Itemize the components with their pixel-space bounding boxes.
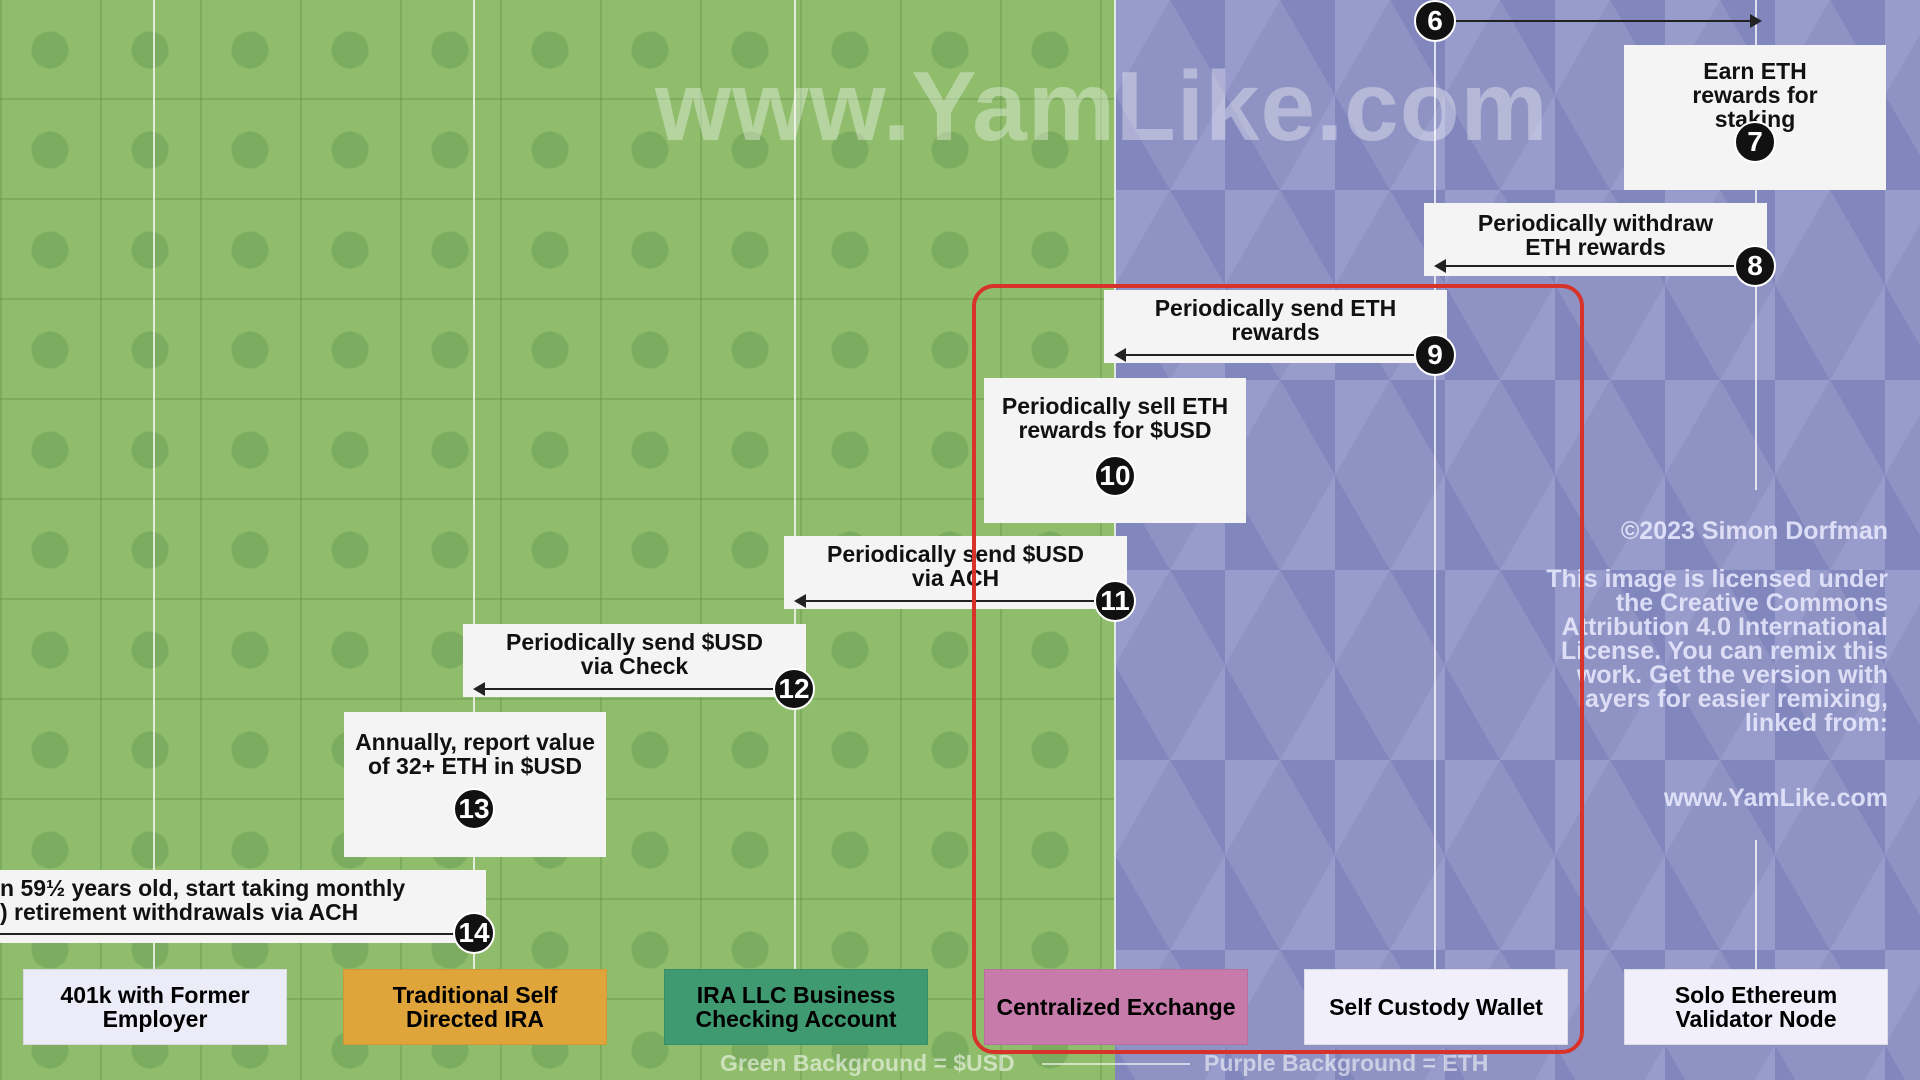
step-9-arrow [1114,348,1416,362]
step-14-text: n 59½ years old, start taking monthly ) … [0,875,406,925]
actor-ira-llc-checking: IRA LLC Business Checking Account [664,969,928,1045]
lifeline-checking [794,0,796,969]
step-8-arrow [1434,259,1736,273]
actor-traditional-ira: Traditional Self Directed IRA [343,969,607,1045]
source-link: www.YamLike.com [1663,784,1888,812]
step-13-box: Annually, report value of 32+ ETH in $US… [344,712,606,857]
step-12-badge: 12 [773,668,815,710]
step-10-text: Periodically sell ETH rewards for $USD [1001,393,1229,443]
step-9-badge: 9 [1414,334,1456,376]
actor-self-custody-wallet: Self Custody Wallet [1304,969,1568,1045]
actor-401k: 401k with Former Employer [23,969,287,1045]
legend-arrow [1042,1063,1190,1065]
step-13-text: Annually, report value of 32+ ETH in $US… [355,729,595,779]
legend-purple: Purple Background = ETH [1204,1050,1489,1076]
step-12-arrow [473,682,775,696]
copyright-holder: ©2023 Simon Dorfman [1620,517,1888,545]
step-11-box: Periodically send $USD via ACH [784,536,1127,609]
watermark: www.YamLike.com [655,51,1549,161]
license-text: This image is licensed under the Creativ… [1546,565,1888,737]
step-14-badge: 14 [453,912,495,954]
step-6-badge: 6 [1414,0,1456,42]
step-11-arrow [794,594,1096,608]
step-9-box: Periodically send ETH rewards [1104,290,1447,363]
step-8-box: Periodically withdraw ETH rewards [1424,203,1767,276]
step-10-badge: 10 [1094,455,1136,497]
lifeline-validator-bottom [1755,840,1757,970]
lifeline-wallet [1434,0,1436,969]
highlight-frame [972,284,1584,1054]
actor-centralized-exchange: Centralized Exchange [984,969,1248,1045]
lifeline-ira [473,0,475,969]
step-9-text: Periodically send ETH rewards [1154,295,1397,345]
step-12-text: Periodically send $USD via Check [506,629,763,679]
lifeline-401k [153,0,155,969]
actor-validator-node: Solo Ethereum Validator Node [1624,969,1888,1045]
step-6-arrow [1455,14,1762,28]
step-8-text: Periodically withdraw ETH rewards [1477,210,1714,260]
step-14-arrow [0,933,455,935]
step-13-badge: 13 [453,788,495,830]
step-11-badge: 11 [1094,580,1136,622]
step-8-badge: 8 [1734,245,1776,287]
step-7-box: Earn ETH rewards for staking [1624,45,1886,190]
step-14-box: n 59½ years old, start taking monthly ) … [0,870,486,943]
step-10-box: Periodically sell ETH rewards for $USD [984,378,1246,523]
step-12-box: Periodically send $USD via Check [463,624,806,697]
step-7-badge: 7 [1734,121,1776,163]
step-7-text: Earn ETH rewards for staking [1692,58,1818,132]
legend-green: Green Background = $USD [720,1050,1015,1076]
step-11-text: Periodically send $USD via ACH [827,541,1084,591]
